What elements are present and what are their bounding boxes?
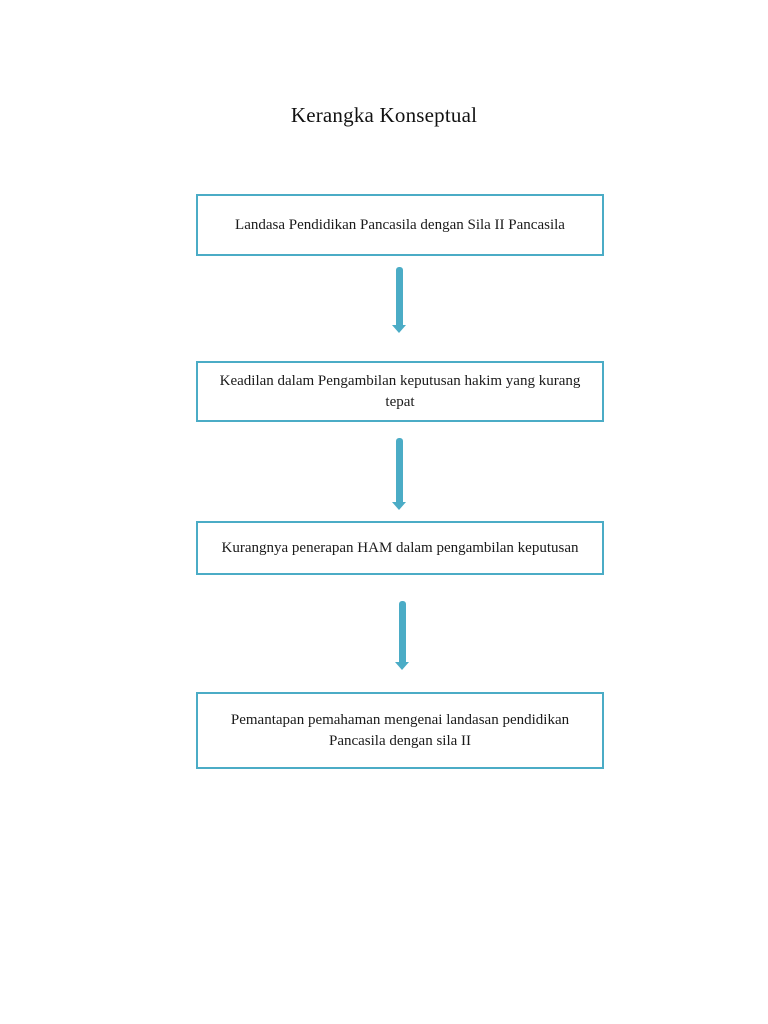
diagram-title: Kerangka Konseptual [290, 103, 478, 127]
flow-node-label: Landasa Pendidikan Pancasila dengan Sila… [235, 216, 565, 233]
flow-node-label: Pemantapan pemahaman mengenai landasan p… [230, 711, 570, 749]
arrow-head [392, 502, 406, 510]
flow-node-keadilan-keputusan: Keadilan dalam Pengambilan keputusan hak… [196, 361, 604, 422]
arrow-stem [398, 601, 406, 662]
down-arrow-icon [392, 267, 406, 333]
flow-node-landasan-pendidikan: Landasa Pendidikan Pancasila dengan Sila… [196, 194, 604, 256]
flow-node-label: Keadilan dalam Pengambilan keputusan hak… [219, 372, 581, 410]
down-arrow-icon [392, 438, 406, 510]
flow-node-label: Kurangnya penerapan HAM dalam pengambila… [221, 539, 579, 556]
arrow-head [392, 325, 406, 333]
arrow-head [395, 662, 409, 670]
flow-node-pemantapan-pemahaman: Pemantapan pemahaman mengenai landasan p… [196, 692, 604, 769]
arrow-stem [395, 438, 403, 502]
flow-node-penerapan-ham: Kurangnya penerapan HAM dalam pengambila… [196, 521, 604, 575]
down-arrow-icon [395, 601, 409, 670]
arrow-stem [395, 267, 403, 325]
